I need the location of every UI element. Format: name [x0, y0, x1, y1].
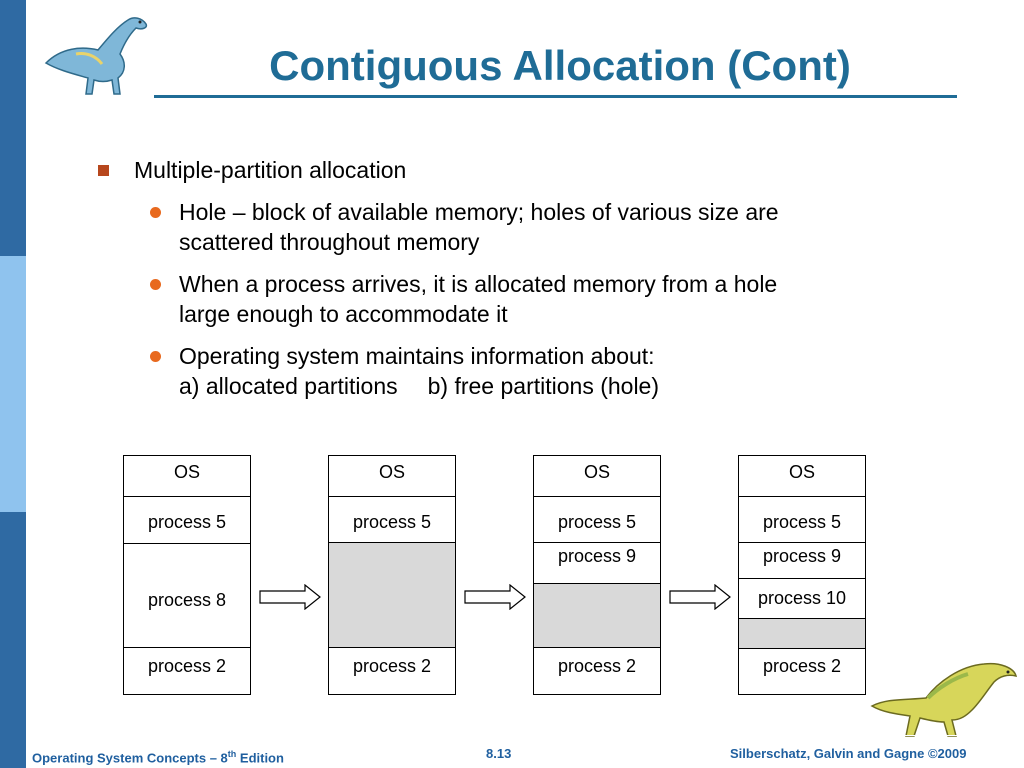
memory-column-2: OS process 5 process 2 [328, 455, 456, 695]
memory-cell-process-9: process 9 [739, 543, 865, 579]
dinosaur-decoration-icon [870, 662, 1018, 737]
memory-cell-process-2: process 2 [557, 656, 637, 676]
memory-column-3: OS process 5 process 9 process 2 [533, 455, 661, 695]
bullet-list: Multiple-partition allocation Hole – blo… [96, 155, 896, 401]
memory-cell-process-8: process 8 [124, 544, 250, 648]
right-arrow-icon [464, 584, 526, 610]
sub-bullet-line: When a process arrives, it is allocated … [179, 271, 778, 297]
memory-cell-os: OS [739, 456, 865, 497]
memory-cell-hole [534, 584, 660, 648]
sub-bullet-line: Operating system maintains information a… [179, 343, 655, 369]
footer-page-number: 8.13 [486, 746, 512, 761]
memory-cell-process-10: process 10 [739, 579, 865, 619]
memory-column-1: OS process 5 process 8 process 2 [123, 455, 251, 695]
memory-cell-process-5: process 5 [739, 497, 865, 543]
square-bullet-icon [98, 165, 109, 176]
footer-left: Operating System Concepts – 8th Edition [32, 749, 284, 766]
memory-cell-process-2: process 2 [352, 656, 432, 676]
memory-cell-process-5: process 5 [329, 497, 455, 543]
left-stripe-light [0, 256, 26, 512]
sub-bullet-line: a) allocated partitions b) free partition… [179, 371, 896, 401]
memory-cell-process-5: process 5 [124, 497, 250, 544]
memory-cell-process-5: process 5 [534, 497, 660, 543]
memory-cell-os: OS [329, 456, 455, 497]
memory-cell-hole [739, 619, 865, 649]
memory-cell-hole [329, 543, 455, 648]
page-title: Contiguous Allocation (Cont) [269, 42, 851, 89]
left-stripe [0, 0, 26, 768]
memory-cell-process-2: process 2 [147, 656, 227, 676]
memory-cell-process-2: process 2 [762, 656, 842, 676]
sub-bullet-process-arrives: When a process arrives, it is allocated … [96, 269, 896, 329]
footer-right: Silberschatz, Galvin and Gagne ©2009 [730, 746, 967, 761]
right-arrow-icon [669, 584, 731, 610]
sub-bullet-line: Hole – block of available memory; holes … [179, 199, 779, 225]
right-arrow-icon [259, 584, 321, 610]
sub-bullet-hole: Hole – block of available memory; holes … [96, 197, 896, 257]
round-bullet-icon [150, 351, 161, 362]
bullet-text: Multiple-partition allocation [134, 157, 407, 183]
footer-divider [26, 735, 1024, 736]
sub-bullet-line: large enough to accommodate it [179, 301, 508, 327]
allocated-partitions-text: a) allocated partitions [179, 373, 398, 399]
memory-cell-os: OS [534, 456, 660, 497]
round-bullet-icon [150, 207, 161, 218]
sub-bullet-os-maintains: Operating system maintains information a… [96, 341, 896, 401]
memory-cell-process-9: process 9 [534, 543, 660, 584]
sub-bullet-line: scattered throughout memory [179, 229, 480, 255]
title-underline [154, 95, 957, 98]
memory-cell-os: OS [124, 456, 250, 497]
round-bullet-icon [150, 279, 161, 290]
memory-column-4: OS process 5 process 9 process 10 proces… [738, 455, 866, 695]
bullet-multiple-partition: Multiple-partition allocation [96, 155, 896, 185]
free-partitions-text: b) free partitions (hole) [427, 373, 660, 399]
dinosaur-logo-icon [44, 17, 148, 95]
